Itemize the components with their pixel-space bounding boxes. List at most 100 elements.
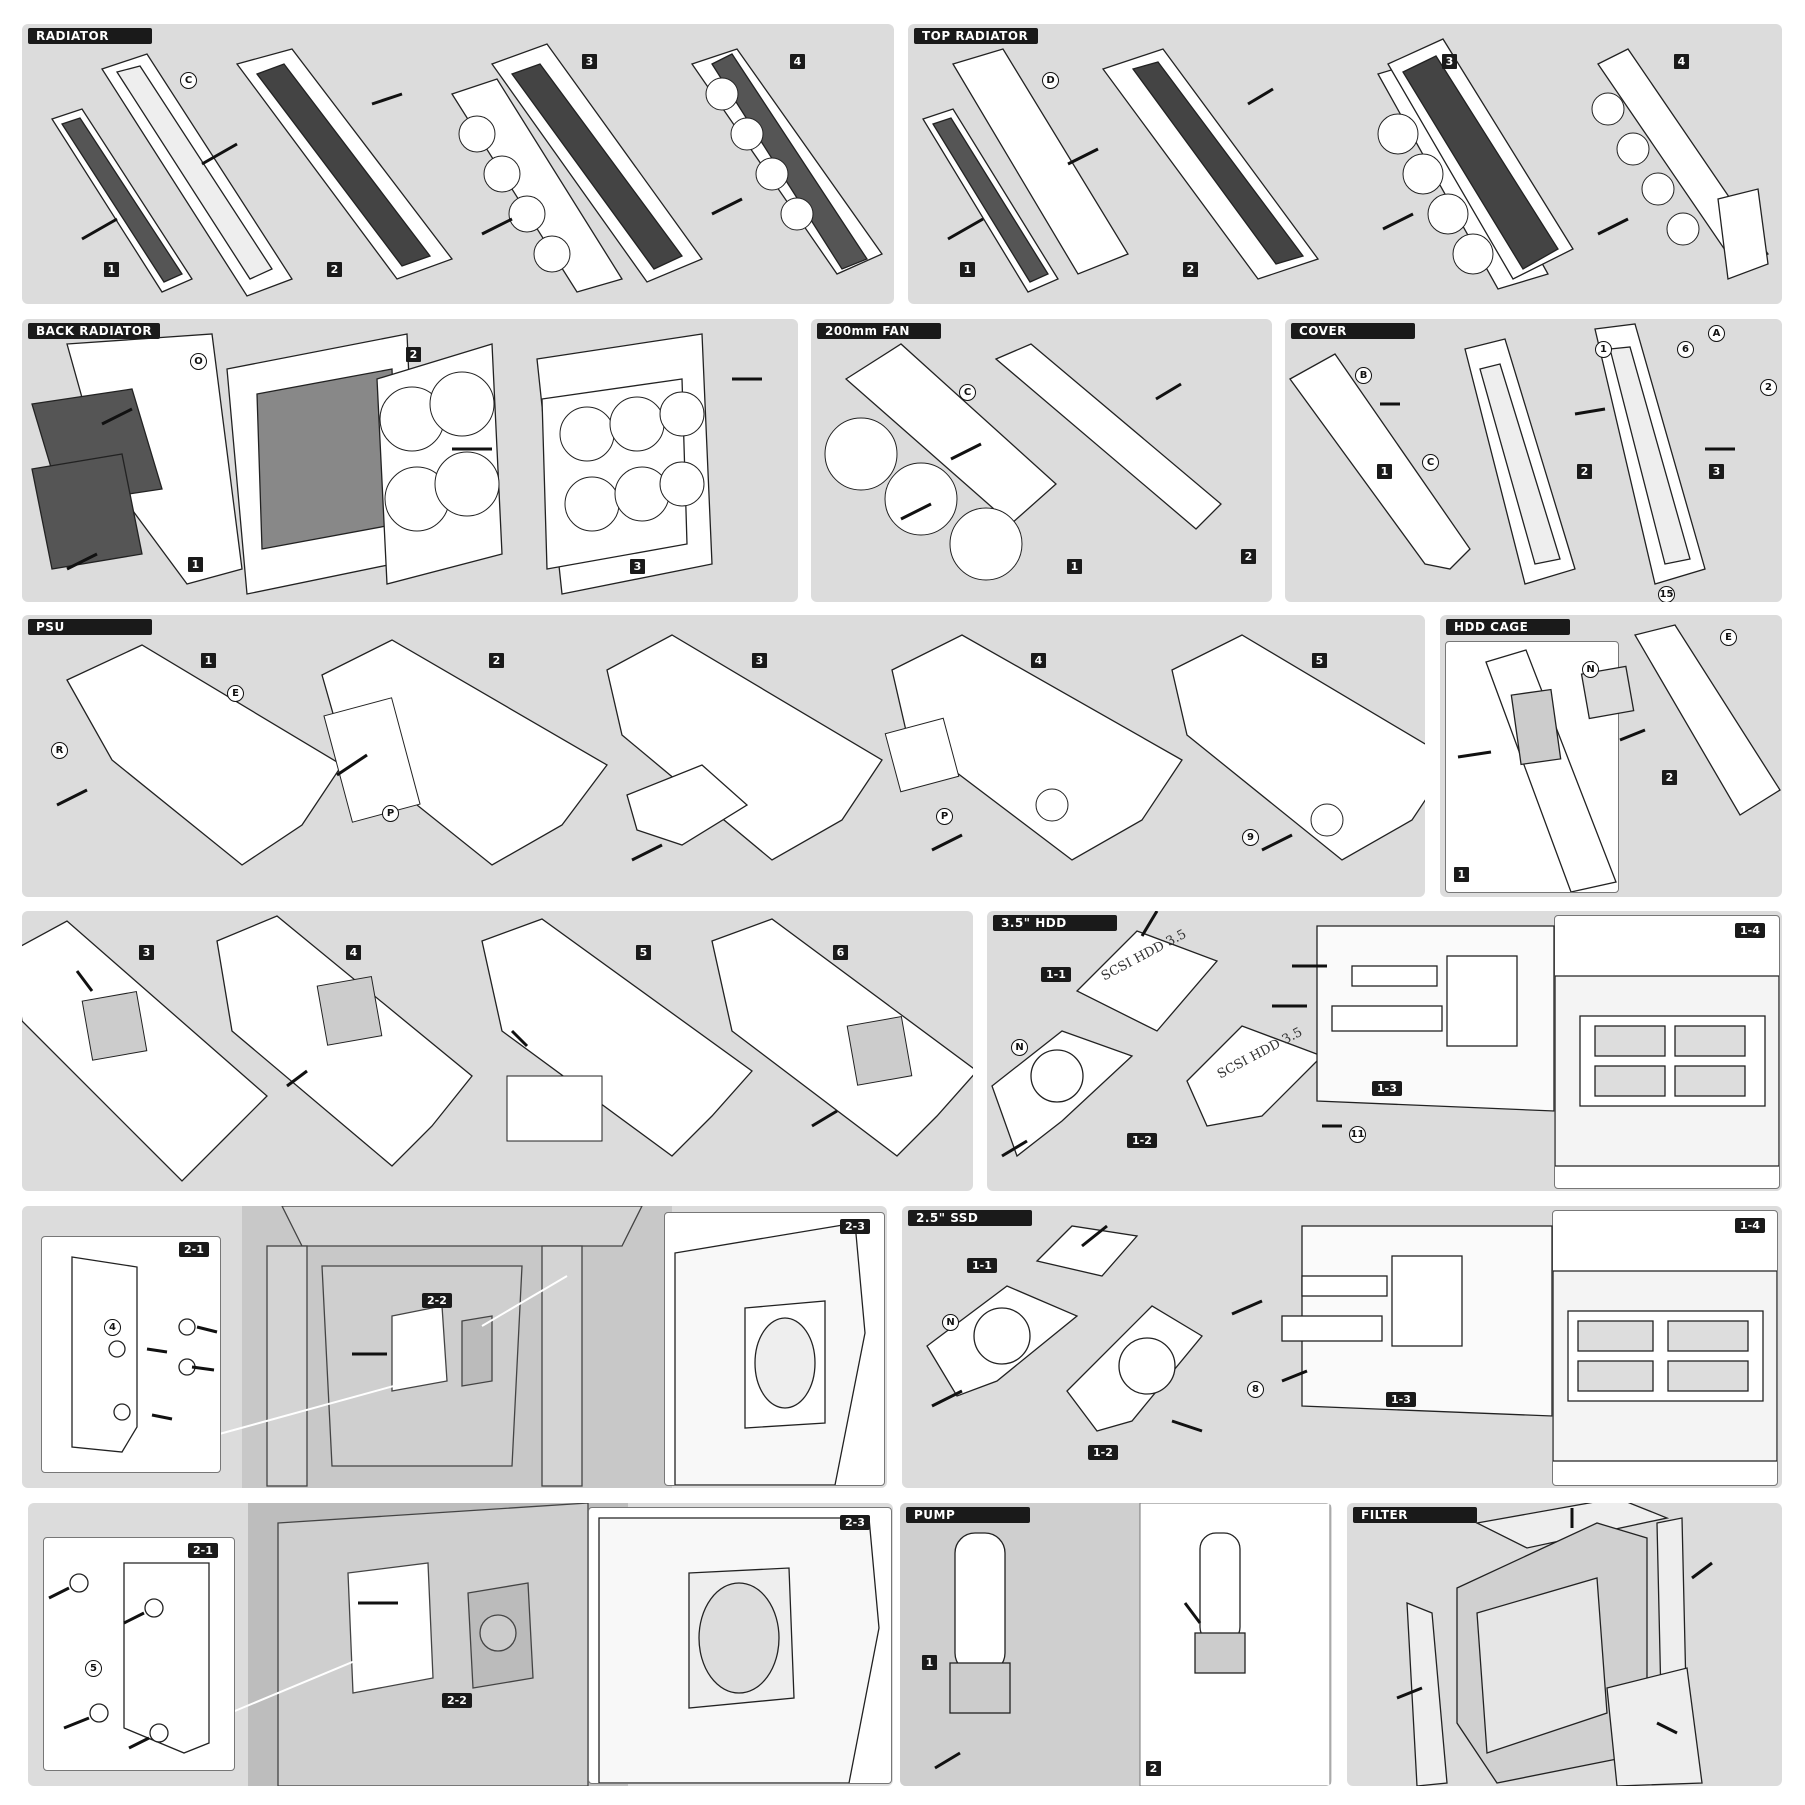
section-title-top-radiator: TOP RADIATOR	[914, 28, 1038, 44]
fan-200mm-panel: 200mm FAN C 1 2	[811, 319, 1272, 602]
step-1: 1	[1067, 559, 1082, 574]
hdd-cage-panel: HDD CAGE N E 1 2	[1440, 615, 1782, 897]
step-2: 2	[1241, 549, 1256, 564]
step-1-1: 1-1	[967, 1258, 997, 1273]
callout-n: N	[942, 1314, 959, 1331]
callout-o: O	[190, 353, 207, 370]
step-4: 4	[346, 945, 361, 960]
pump-panel: PUMP 1 2	[900, 1503, 1332, 1786]
step-3: 3	[1442, 54, 1457, 69]
drive-label: SCSI HDD 3.5	[1215, 1024, 1306, 1083]
radiator-panel: RADIATOR C 1 2 3 4	[22, 24, 894, 304]
filter-panel: FILTER	[1347, 1503, 1782, 1786]
step-3: 3	[139, 945, 154, 960]
section-title-hdd-cage: HDD CAGE	[1446, 619, 1570, 635]
step-2: 2	[327, 262, 342, 277]
radiator-illustration	[51, 43, 883, 297]
hdd-grommet-b-illustration	[48, 1562, 210, 1754]
step-2-1: 2-1	[188, 1543, 218, 1558]
section-title-filter: FILTER	[1353, 1507, 1477, 1523]
step-1-4: 1-4	[1735, 1218, 1765, 1233]
callout-n: N	[1011, 1039, 1028, 1056]
callout-c: C	[180, 72, 197, 89]
step-2: 2	[1146, 1761, 1161, 1776]
section-title-2-5-ssd: 2.5" SSD	[908, 1210, 1032, 1226]
step-1-2: 1-2	[1127, 1133, 1157, 1148]
section-title-radiator: RADIATOR	[28, 28, 152, 44]
hdd-cage-continued-illustration	[22, 915, 973, 1182]
callout-r: R	[51, 742, 68, 759]
pump-illustration	[900, 1503, 1331, 1786]
callout-d: D	[1042, 72, 1059, 89]
top-radiator-illustration	[922, 38, 1769, 293]
section-title-back-radiator: BACK RADIATOR	[28, 323, 161, 339]
step-3: 3	[752, 653, 767, 668]
hdd-mounted-b-illustration	[598, 1517, 880, 1783]
step-2-3: 2-3	[840, 1515, 870, 1530]
step-2: 2	[1577, 464, 1592, 479]
hdd-35-zoom-illustration	[1555, 975, 1779, 1167]
callout-11: 11	[1349, 1126, 1366, 1143]
step-1-1: 1-1	[1041, 967, 1071, 982]
callout-5: 5	[85, 1660, 102, 1677]
step-1-3: 1-3	[1386, 1392, 1416, 1407]
callout-6: 6	[1677, 341, 1694, 358]
top-radiator-panel: TOP RADIATOR D 1 2 3 4	[908, 24, 1782, 304]
step-4: 4	[1674, 54, 1689, 69]
step-1: 1	[1454, 867, 1469, 882]
hdd-mount-b-panel: 5 2-1 2-2 2-3	[28, 1503, 893, 1786]
cover-illustration	[1289, 323, 1735, 585]
callout-1: 1	[1595, 341, 1612, 358]
section-title-pump: PUMP	[906, 1507, 1030, 1523]
step-3: 3	[1709, 464, 1724, 479]
step-1-4: 1-4	[1735, 923, 1765, 938]
step-4: 4	[1031, 653, 1046, 668]
hdd-mount-a-chassis-illustration	[211, 1206, 672, 1488]
hdd-35-zoom-inset	[1554, 915, 1780, 1189]
hdd-35-panel: SCSI HDD 3.5 SCSI HDD 3.5 3.5" HDD N 11 …	[987, 911, 1782, 1191]
psu-panel: PSU E R P P 9 1 2 3 4 5	[22, 615, 1425, 897]
back-radiator-illustration	[31, 333, 762, 595]
step-2-3: 2-3	[840, 1219, 870, 1234]
hdd-cage-continued-panel: 3 4 5 6	[22, 911, 973, 1191]
step-1-2: 1-2	[1088, 1445, 1118, 1460]
step-1: 1	[960, 262, 975, 277]
psu-illustration	[56, 634, 1425, 866]
section-title-3-5-hdd: 3.5" HDD	[993, 915, 1117, 931]
drive-label: SCSI HDD 3.5	[1099, 926, 1190, 985]
callout-c: C	[959, 384, 976, 401]
section-title-200mm-fan: 200mm FAN	[817, 323, 941, 339]
back-radiator-panel: BACK RADIATOR O 1 2 3	[22, 319, 798, 602]
step-1: 1	[1377, 464, 1392, 479]
callout-c: C	[1422, 454, 1439, 471]
hdd-mount-a-detail-inset	[41, 1236, 221, 1473]
callout-9: 9	[1242, 829, 1259, 846]
callout-15: 15	[1658, 586, 1675, 602]
filter-illustration	[1396, 1503, 1713, 1786]
callout-p: P	[936, 808, 953, 825]
step-2: 2	[406, 347, 421, 362]
callout-e: E	[1720, 629, 1737, 646]
hdd-mount-a-panel: 4 2-1 2-2 2-3	[22, 1206, 887, 1488]
callout-b: B	[1355, 367, 1372, 384]
ssd-zoom-inset	[1552, 1210, 1778, 1486]
step-3: 3	[582, 54, 597, 69]
step-2: 2	[489, 653, 504, 668]
hdd-mount-a-result-inset	[664, 1212, 885, 1486]
callout-e: E	[227, 685, 244, 702]
ssd-25-panel: 2.5" SSD N 8 1-1 1-2 1-3 1-4	[902, 1206, 1782, 1488]
section-title-psu: PSU	[28, 619, 152, 635]
step-2-1: 2-1	[179, 1242, 209, 1257]
fan-200mm-illustration	[824, 343, 1222, 581]
step-3: 3	[630, 559, 645, 574]
cover-panel: COVER B C 1 2 6 A 15 1 2 3	[1285, 319, 1782, 602]
hdd-grommet-illustration	[71, 1256, 218, 1453]
hdd-mounted-illustration	[674, 1222, 866, 1485]
step-2: 2	[1183, 262, 1198, 277]
hdd-cage-inset-illustration	[1457, 649, 1617, 892]
step-1-3: 1-3	[1372, 1081, 1402, 1096]
step-4: 4	[790, 54, 805, 69]
callout-n: N	[1582, 661, 1599, 678]
step-1: 1	[201, 653, 216, 668]
hdd-cage-inset	[1445, 641, 1619, 893]
